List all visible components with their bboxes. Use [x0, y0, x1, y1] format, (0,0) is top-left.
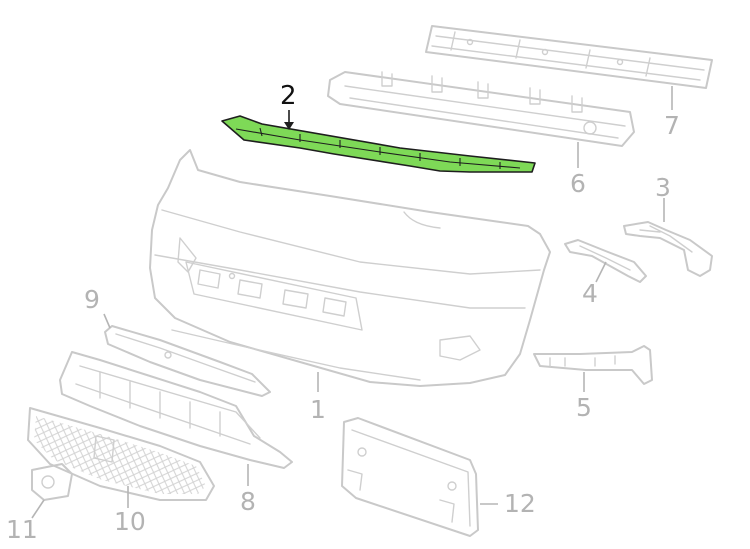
- part-10-mesh-grille: [27, 407, 215, 501]
- callout-12: 12: [504, 489, 536, 518]
- callout-6: 6: [570, 169, 586, 198]
- part-3-bracket: [623, 221, 713, 277]
- callout-1: 1: [310, 395, 326, 424]
- part-6-energy-absorber: [327, 71, 635, 147]
- callout-11: 11: [6, 515, 38, 544]
- callout-2: 2: [280, 81, 297, 111]
- part-8-grille-support: [59, 351, 293, 469]
- leader-lines: [31, 86, 673, 519]
- callout-7: 7: [664, 111, 680, 140]
- callout-4: 4: [582, 279, 598, 308]
- part-11-cover-cap: [31, 463, 73, 501]
- callout-9: 9: [84, 285, 100, 314]
- callout-labels: 2 1 3 4 5 6 7 8 9 10 11 12: [6, 81, 680, 544]
- part-1-bumper-fascia: [149, 149, 551, 387]
- callout-8: 8: [240, 487, 256, 516]
- callout-3: 3: [655, 173, 671, 202]
- callout-5: 5: [576, 393, 592, 422]
- part-4-bracket: [564, 239, 647, 283]
- part-9-lower-strip: [104, 325, 271, 397]
- part-7-reinforcement-bar: [425, 25, 713, 89]
- part-12-license-bracket: [341, 417, 479, 537]
- part-2-air-deflector: [221, 115, 536, 173]
- callout-10: 10: [114, 507, 146, 536]
- part-5-bracket: [533, 345, 653, 385]
